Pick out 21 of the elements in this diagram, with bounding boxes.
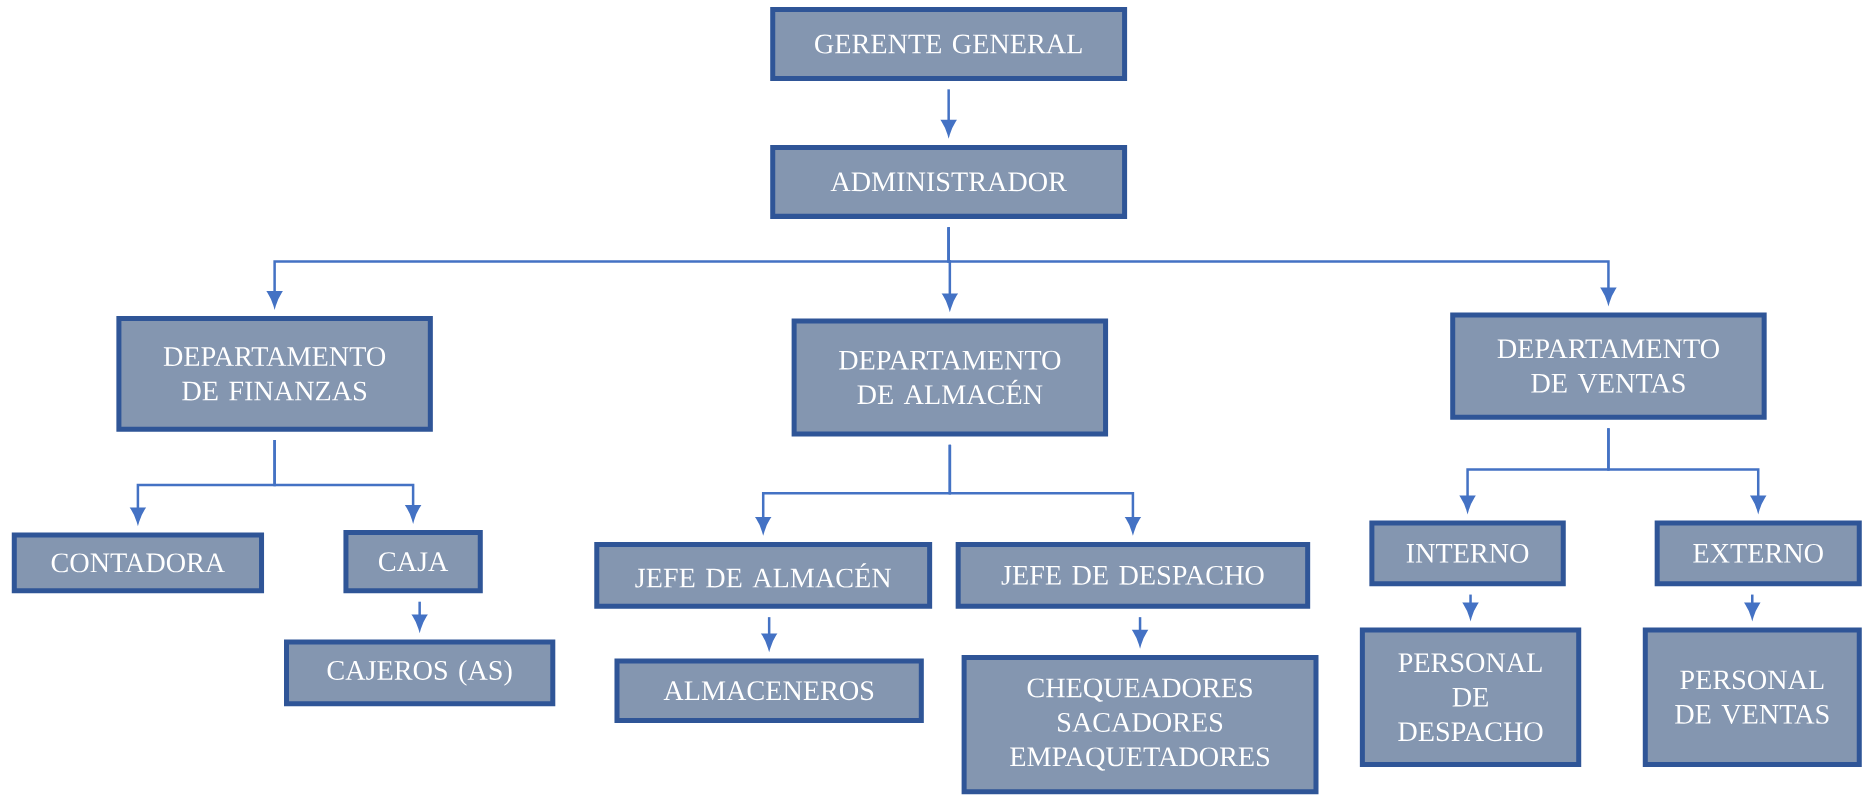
org-box: INTERNO xyxy=(1369,520,1566,587)
connector-arrow xyxy=(1132,617,1148,646)
org-box: JEFE DE ALMACÉN xyxy=(594,541,933,609)
org-box: DEPARTAMENTO DE FINANZAS xyxy=(116,315,433,432)
connector-arrow xyxy=(941,89,956,136)
org-box: PERSONAL DE VENTAS xyxy=(1642,627,1862,767)
org-box: ADMINISTRADOR xyxy=(770,144,1128,219)
org-box: CHEQUEADORES SACADORES EMPAQUETADORES xyxy=(961,654,1319,795)
org-box: CONTADORA xyxy=(11,532,265,594)
connector-arrow xyxy=(273,439,421,521)
org-box: DEPARTAMENTO DE ALMACÉN xyxy=(791,318,1109,437)
org-box: JEFE DE DESPACHO xyxy=(955,541,1311,609)
org-box: EXTERNO xyxy=(1654,520,1862,587)
connector-arrow xyxy=(761,617,777,649)
org-box: PERSONAL DE DESPACHO xyxy=(1359,627,1582,767)
org-box: CAJA xyxy=(343,529,483,594)
org-box: GERENTE GENERAL xyxy=(770,6,1128,81)
org-box: ALMACENEROS xyxy=(614,658,924,723)
connector-arrow xyxy=(948,444,1141,533)
org-box: CAJEROS (AS) xyxy=(284,639,556,707)
org-box: DEPARTAMENTO DE VENTAS xyxy=(1450,312,1767,420)
